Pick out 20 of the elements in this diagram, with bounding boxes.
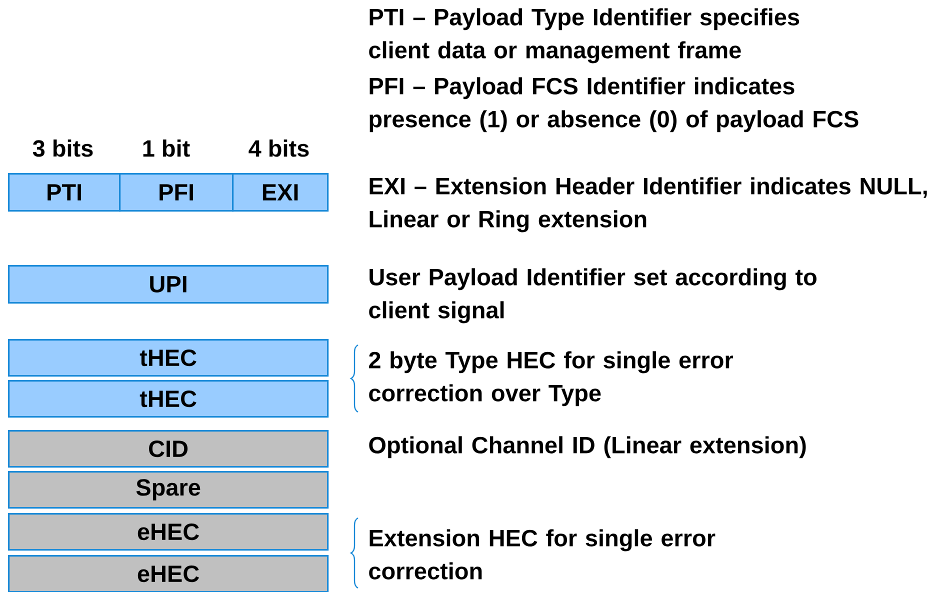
description-text: PTI – Payload Type Identifier specifies client data or management frame bbox=[369, 8, 800, 64]
bit-width-label: 3 bits bbox=[32, 140, 93, 157]
description-text: Optional Channel ID (Linear extension) bbox=[369, 436, 806, 458]
field-box: eHEC bbox=[8, 555, 329, 592]
bit-width-label: 4 bits bbox=[248, 140, 309, 157]
field-box: CID bbox=[8, 430, 329, 468]
field-box: EXI bbox=[232, 173, 329, 212]
description-text: 2 byte Type HEC for single error correction over Type bbox=[369, 351, 734, 406]
description-text: EXI – Extension Header Identifier indicates NULL, Linear or Ring extension bbox=[370, 177, 927, 232]
field-box: PFI bbox=[119, 173, 234, 212]
description-text: User Payload Identifier set according to client signal bbox=[369, 268, 816, 324]
field-box: UPI bbox=[8, 265, 329, 304]
field-box: PTI bbox=[8, 173, 121, 212]
description-text: Extension HEC for single error correction bbox=[369, 529, 716, 580]
field-box: tHEC bbox=[8, 339, 329, 377]
field-box: eHEC bbox=[8, 513, 329, 551]
bit-width-label: 1 bit bbox=[143, 140, 190, 157]
field-box: tHEC bbox=[8, 380, 329, 418]
description-text: PFI – Payload FCS Identifier indicates presence (1) or absence (0) of payload FCS bbox=[370, 77, 858, 132]
field-box: Spare bbox=[8, 471, 329, 509]
